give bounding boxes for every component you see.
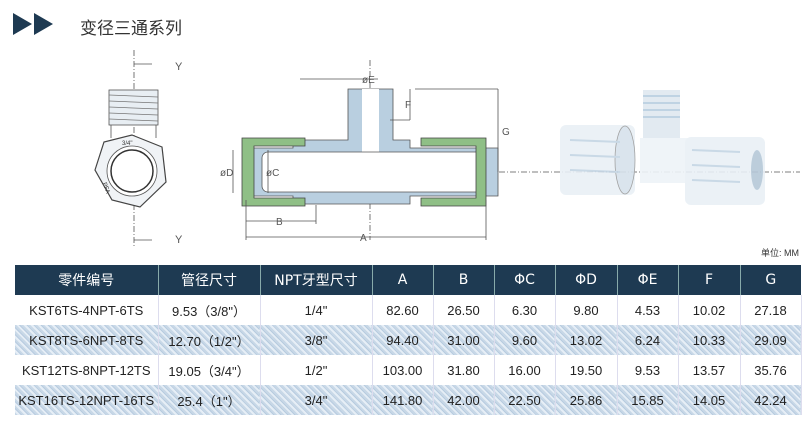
label-phi-e: øE <box>362 75 375 86</box>
table-cell: 141.80 <box>372 385 434 415</box>
double-arrow-icon <box>13 13 53 35</box>
table-cell: 12.70（1/2"） <box>158 325 261 355</box>
table-cell: KST6TS-4NPT-6TS <box>15 295 159 325</box>
label-brand-mark: PFA <box>101 182 111 195</box>
table-cell: 13.02 <box>555 325 618 355</box>
label-phi-d: øD <box>220 168 233 179</box>
table-cell: 10.33 <box>678 325 741 355</box>
table-cell: 31.00 <box>433 325 495 355</box>
table-cell: 42.24 <box>740 385 802 415</box>
table-cell: 29.09 <box>740 325 802 355</box>
label-a: A <box>360 233 367 244</box>
product-photo <box>560 90 765 205</box>
table-cell: 14.05 <box>678 385 741 415</box>
table-cell: 13.57 <box>678 355 741 385</box>
label-thread-mark: 3/4" <box>122 141 132 147</box>
table-cell: 15.85 <box>617 385 679 415</box>
column-header: ΦE <box>617 265 679 295</box>
column-header: 管径尺寸 <box>158 265 261 295</box>
table-cell: 16.00 <box>494 355 556 385</box>
table-cell: 3/8" <box>260 325 373 355</box>
column-header: ΦD <box>555 265 618 295</box>
table-cell: 94.40 <box>372 325 434 355</box>
unit-label: 单位: MM <box>761 248 799 258</box>
table-cell: 103.00 <box>372 355 434 385</box>
column-header: ΦC <box>494 265 556 295</box>
table-cell: 42.00 <box>433 385 495 415</box>
table-cell: 10.02 <box>678 295 741 325</box>
table-cell: 35.76 <box>740 355 802 385</box>
table-cell: 19.50 <box>555 355 618 385</box>
column-header: G <box>740 265 801 295</box>
table-cell: 9.80 <box>555 295 618 325</box>
section-view <box>232 60 800 240</box>
table-cell: 31.80 <box>433 355 495 385</box>
table-cell: 22.50 <box>494 385 556 415</box>
column-header: NPT牙型尺寸 <box>260 265 373 295</box>
label-f: F <box>405 100 411 111</box>
table-cell: 4.53 <box>617 295 679 325</box>
table-cell: KST12TS-8NPT-12TS <box>15 355 159 385</box>
table-cell: 27.18 <box>740 295 802 325</box>
label-y-top: Y <box>175 61 183 73</box>
table-cell: 25.86 <box>555 385 618 415</box>
technical-drawing: Y Y 3/4" PFA øE F G øD øC B A <box>94 50 800 248</box>
label-phi-c: øC <box>266 168 279 179</box>
label-g: G <box>502 127 510 138</box>
column-header: A <box>372 265 434 295</box>
table-cell: 26.50 <box>433 295 495 325</box>
table-cell: 1/2" <box>260 355 373 385</box>
page-title: 变径三通系列 <box>80 19 182 39</box>
table-cell: 19.05（3/4"） <box>158 355 261 385</box>
table-cell: 9.53 <box>617 355 679 385</box>
side-view <box>94 50 167 248</box>
table-cell: 25.4（1"） <box>158 385 261 415</box>
column-header: 零件编号 <box>15 265 159 295</box>
label-b: B <box>276 217 283 228</box>
table-cell: 9.53（3/8"） <box>158 295 261 325</box>
table-cell: 6.24 <box>617 325 679 355</box>
table-cell: 1/4" <box>260 295 373 325</box>
table-cell: KST8TS-6NPT-8TS <box>15 325 159 355</box>
table-cell: 6.30 <box>494 295 556 325</box>
table-cell: 3/4" <box>260 385 373 415</box>
table-cell: 9.60 <box>494 325 556 355</box>
column-header: F <box>678 265 741 295</box>
label-y-bottom: Y <box>175 234 183 246</box>
table-cell: KST16TS-12NPT-16TS <box>15 385 159 415</box>
table-cell: 82.60 <box>372 295 434 325</box>
column-header: B <box>433 265 495 295</box>
